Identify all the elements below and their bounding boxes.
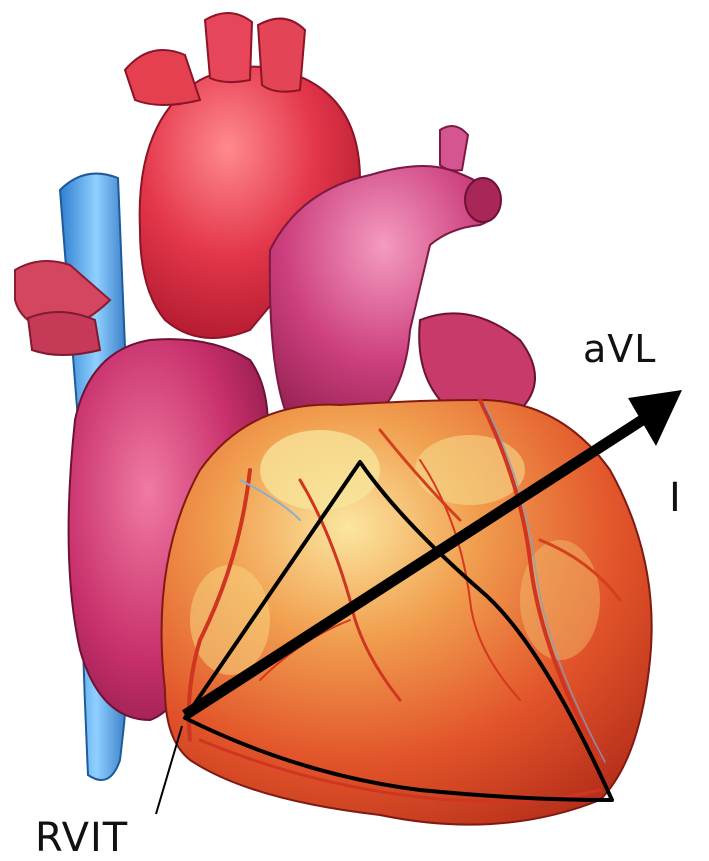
pulmonary-artery-opening <box>465 178 501 222</box>
avl-label: aVL <box>583 330 656 368</box>
pulmonary-branch-top <box>440 126 468 170</box>
aorta-branch-2 <box>205 13 252 82</box>
rvit-pointer-line <box>156 726 182 814</box>
myocardium-highlight-1 <box>260 430 380 510</box>
myocardium-highlight-4 <box>520 540 600 660</box>
rvit-label: RVIT <box>35 818 128 858</box>
myocardium-highlight-3 <box>190 565 270 675</box>
pulmonary-vein-lower <box>28 312 100 355</box>
left-atrial-appendage <box>419 313 535 413</box>
aorta-branch-3 <box>258 19 305 92</box>
aorta-branch-1 <box>125 50 200 105</box>
lead-i-label: I <box>669 478 682 518</box>
